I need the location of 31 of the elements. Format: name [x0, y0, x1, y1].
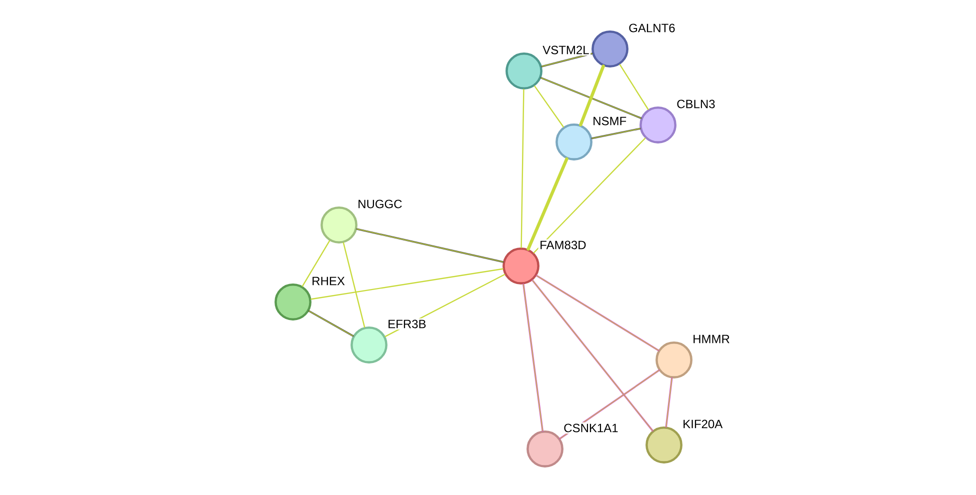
interaction-line	[619, 64, 649, 110]
interaction-line	[532, 280, 654, 432]
protein-node	[506, 52, 542, 90]
protein-node	[526, 430, 564, 468]
protein-node	[502, 248, 540, 284]
node-label: HMMR	[691, 334, 732, 344]
interaction-line	[308, 310, 354, 337]
protein-node	[640, 106, 676, 144]
interaction-line	[540, 77, 642, 119]
protein-node	[320, 206, 358, 244]
interaction-line	[665, 378, 673, 428]
interaction-line	[533, 138, 646, 254]
protein-node	[646, 426, 682, 464]
interaction-line	[526, 157, 568, 251]
interaction-line	[536, 274, 660, 352]
protein-node	[350, 326, 388, 364]
interaction-line	[591, 128, 641, 140]
interaction-line	[579, 64, 605, 126]
interaction-line	[541, 52, 593, 68]
node-label: RHEX	[310, 276, 346, 286]
interaction-line	[302, 240, 330, 287]
interaction-line	[342, 242, 366, 328]
interaction-line	[522, 283, 544, 432]
protein-node	[274, 284, 312, 320]
protein-node	[656, 342, 692, 378]
interaction-line	[310, 268, 504, 300]
protein-node	[592, 30, 628, 68]
interaction-line	[356, 228, 504, 263]
protein-node	[556, 124, 592, 160]
interaction-line	[520, 88, 524, 248]
interaction-line	[534, 85, 564, 128]
